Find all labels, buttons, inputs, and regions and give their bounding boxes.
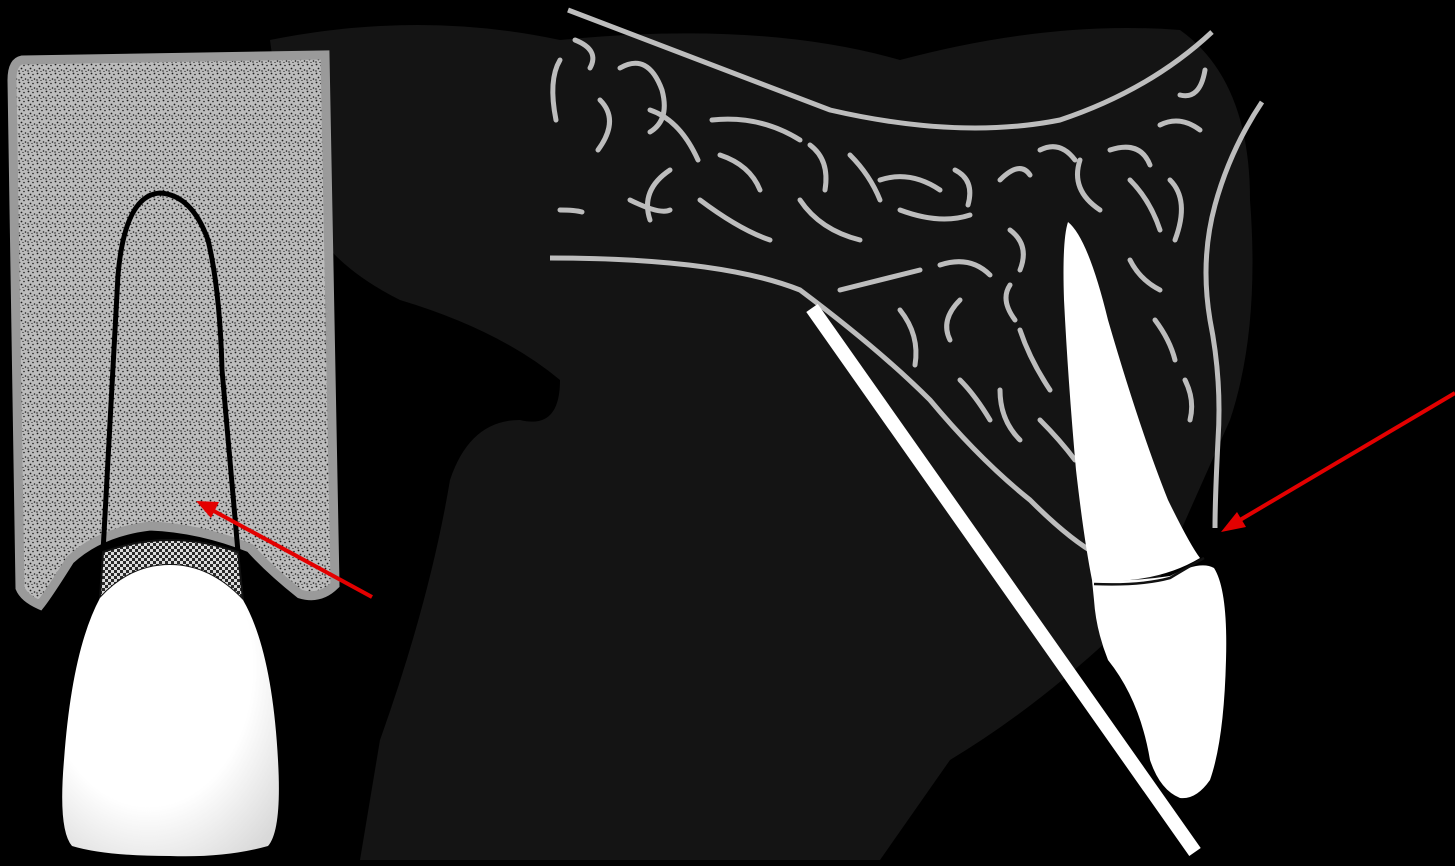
incisor-crown [1092,565,1226,798]
arrow-to-crest [1221,393,1455,532]
frontal-view-panel [12,55,372,856]
alveolar-bone [12,55,335,605]
tooth-crown [62,565,279,856]
